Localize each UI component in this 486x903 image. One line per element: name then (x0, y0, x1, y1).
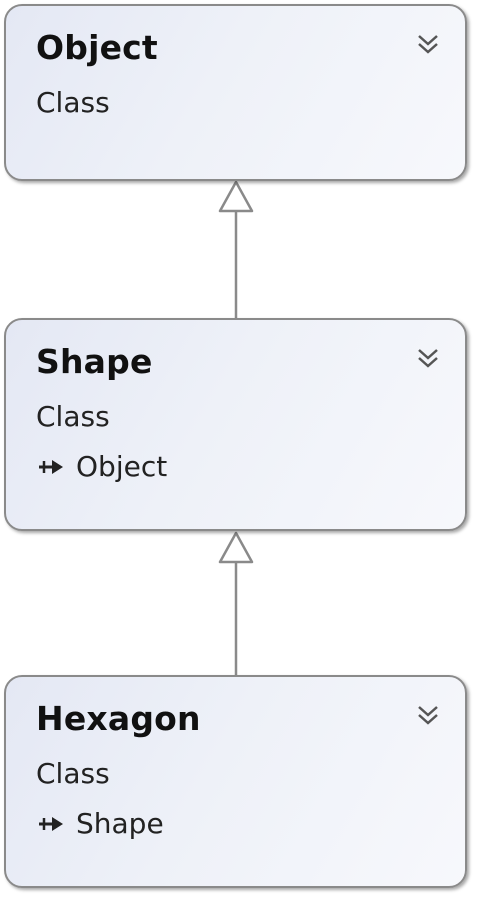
inheritance-arrowhead-object (218, 180, 254, 213)
inheritance-arrow-icon (39, 816, 63, 831)
class-kind: Class (36, 757, 110, 790)
class-name: Object (36, 28, 158, 67)
class-box-object[interactable]: Object Class (4, 4, 467, 181)
double-chevron-down-icon[interactable] (415, 703, 441, 729)
class-kind: Class (36, 400, 110, 433)
class-kind: Class (36, 86, 110, 119)
double-chevron-down-icon[interactable] (415, 346, 441, 372)
class-name: Hexagon (36, 699, 201, 738)
base-class-row: Object (36, 450, 167, 483)
class-box-hexagon[interactable]: Hexagon Class Shape (4, 675, 467, 888)
base-class-name: Object (76, 450, 168, 483)
inheritance-arrowhead-shape (218, 531, 254, 564)
inheritance-arrow-icon (39, 459, 63, 474)
base-class-row: Shape (36, 807, 164, 840)
base-class-name: Shape (76, 807, 164, 840)
double-chevron-down-icon[interactable] (415, 32, 441, 58)
class-box-shape[interactable]: Shape Class Object (4, 318, 467, 531)
class-name: Shape (36, 342, 153, 381)
